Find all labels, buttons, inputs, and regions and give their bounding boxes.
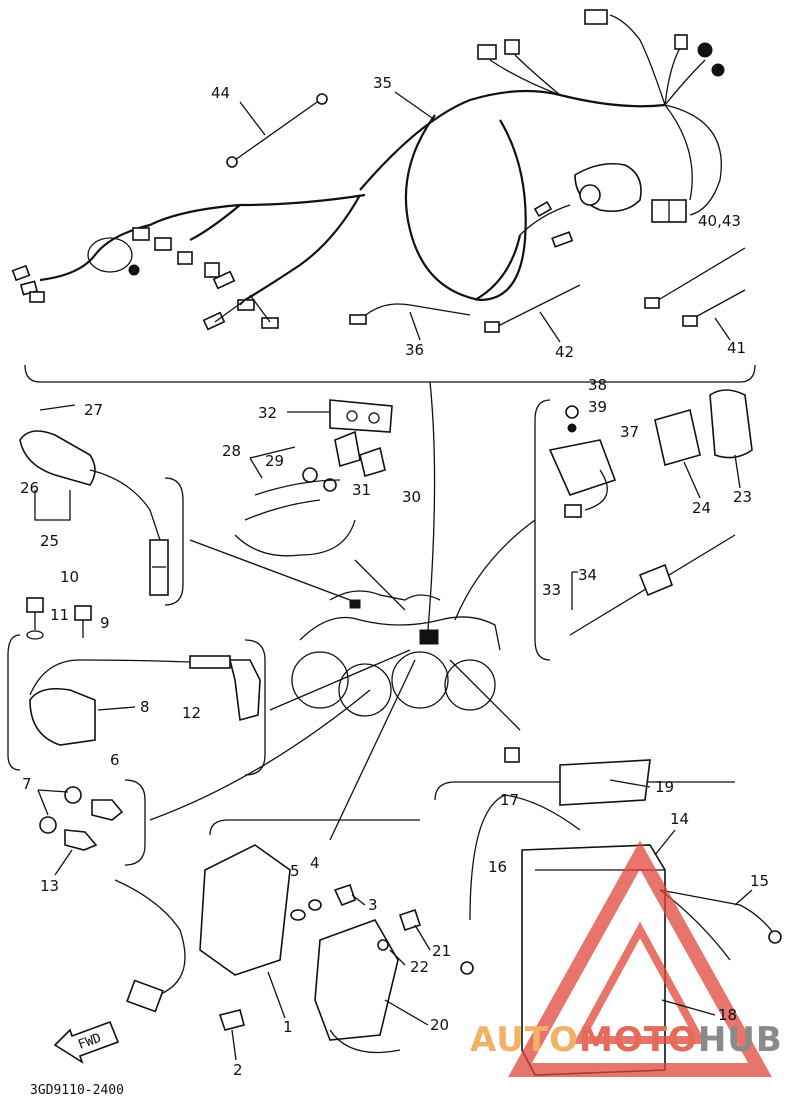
callout-21: 21 [432, 942, 451, 960]
leader-lines [149, 381, 536, 841]
starter-relay-group [534, 389, 753, 661]
top-bracket [24, 364, 756, 383]
motorcycle-silhouette [291, 590, 501, 717]
callout-24: 24 [692, 499, 711, 517]
callout-35: 35 [373, 74, 392, 92]
callout-42: 42 [555, 343, 574, 361]
callout-8: 8 [140, 698, 150, 716]
ignition-switch-group [19, 404, 184, 606]
battery-group [434, 747, 782, 1076]
callout-3: 3 [368, 896, 378, 914]
callout-16: 16 [488, 858, 507, 876]
switch-group-6-7-13 [39, 779, 146, 866]
part-code: 3GD9110-2400 [30, 1083, 124, 1098]
watermark-hub: HUB [697, 1020, 783, 1060]
callout-7: 7 [22, 775, 32, 793]
bolts-group [26, 597, 92, 640]
callout-labels: 44 35 40,43 36 42 41 27 32 38 39 37 28 2… [20, 74, 769, 1079]
callout-37: 37 [620, 423, 639, 441]
callout-5: 5 [290, 862, 300, 880]
callout-30: 30 [402, 488, 421, 506]
callout-17: 17 [500, 791, 519, 809]
callout-29: 29 [265, 452, 284, 470]
callout-26: 26 [20, 479, 39, 497]
callout-39: 39 [588, 398, 607, 416]
callout-28: 28 [222, 442, 241, 460]
callout-9: 9 [100, 614, 110, 632]
callout-12: 12 [182, 704, 201, 722]
callout-38: 38 [588, 376, 607, 394]
watermark-text: AUTOMOTOHUB [470, 1020, 783, 1060]
callout-18: 18 [718, 1006, 737, 1024]
callout-31: 31 [352, 481, 371, 499]
watermark-triangle [508, 840, 772, 1077]
callout-32: 32 [258, 404, 277, 422]
callout-2: 2 [233, 1061, 243, 1079]
callout-25: 25 [40, 532, 59, 550]
callout-4: 4 [310, 854, 320, 872]
callout-11: 11 [50, 606, 69, 624]
callout-10: 10 [60, 568, 79, 586]
callout-6: 6 [110, 751, 120, 769]
callout-15: 15 [750, 872, 769, 890]
callout-33: 33 [542, 581, 561, 599]
fwd-arrow: FWD [53, 1020, 120, 1064]
callout-20: 20 [430, 1016, 449, 1034]
callout-14: 14 [670, 810, 689, 828]
main-harness [11, 9, 746, 333]
callout-19: 19 [655, 778, 674, 796]
callout-40-43: 40,43 [698, 212, 741, 230]
callout-13: 13 [40, 877, 59, 895]
callout-27: 27 [84, 401, 103, 419]
callout-36: 36 [405, 341, 424, 359]
callout-44: 44 [211, 84, 230, 102]
watermark-moto: MOTO [578, 1020, 698, 1060]
callout-1: 1 [283, 1018, 293, 1036]
cdi-unit-group [114, 819, 422, 1054]
watermark-auto: AUTO [470, 1020, 579, 1060]
callout-22: 22 [410, 958, 429, 976]
callout-41: 41 [727, 339, 746, 357]
ignition-coil-group [7, 634, 266, 776]
callout-34: 34 [578, 566, 597, 584]
callout-23: 23 [733, 488, 752, 506]
